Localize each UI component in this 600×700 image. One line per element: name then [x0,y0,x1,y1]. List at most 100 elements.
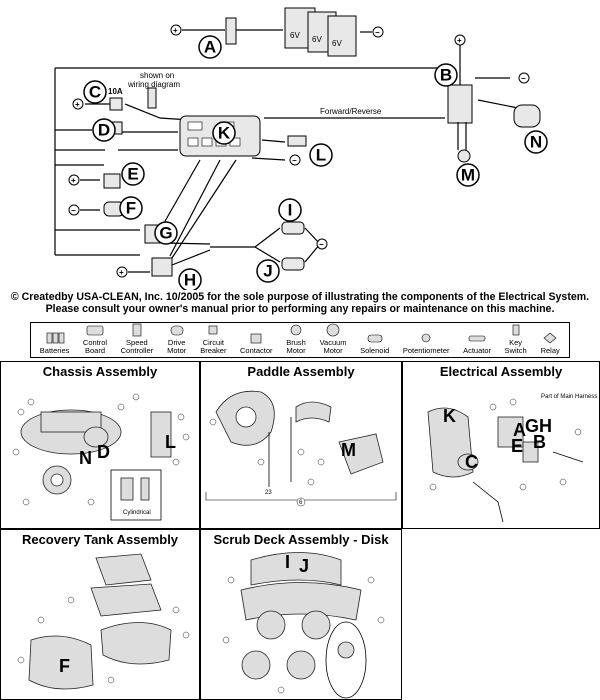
vacuum-motor-icon [326,323,340,337]
minus-label: − [71,206,76,215]
callout-c: C [83,80,107,104]
legend-item-solenoid: Solenoid [360,331,389,357]
svg-text:E: E [127,165,138,184]
callout-d-label: D [97,442,110,462]
drive-motor-component [513,104,541,128]
callout-l-label: L [165,432,176,452]
legend-label: Drive [167,338,186,347]
relay-icon [543,332,557,344]
forward-reverse-label: Forward/Reverse [320,107,382,116]
legend-item-potentiometer: Potentiometer [403,331,450,357]
key-switch-component-icon [147,87,157,109]
solenoid-i-component [281,221,305,235]
potentiometer-component [457,149,471,163]
svg-text:F: F [126,199,136,218]
actuator-icon [468,335,486,342]
panel-recovery-tank-assembly: F Recovery Tank Assembly [0,529,200,700]
callout-h-label: H [539,416,552,436]
contactor-component [103,173,121,189]
svg-text:B: B [440,66,452,85]
callout-g-label: G [525,416,539,436]
minus-label: − [521,74,526,83]
legend-label: Relay [540,346,560,355]
plus-label: + [119,268,124,277]
plus-label: + [173,26,178,35]
speed-controller-icon [132,323,142,337]
main-harness-note: Part of Main Harness [541,394,597,400]
svg-text:G: G [159,224,172,243]
callout-a-label: A [513,420,526,440]
callout-g: G [154,221,178,245]
breaker-icon [209,325,218,335]
relay-h-component [151,257,173,277]
callout-b-label: B [533,432,546,452]
board-icon [86,325,104,336]
battery-voltage-label: 6V [332,39,342,48]
negative-terminal-icon [372,26,384,38]
fuse-rating-label: 10A [108,87,123,96]
legend-label-2: Board [84,346,105,355]
assembly-grid: N D L Cylindrical Chassis Assembly 23 6 … [0,361,600,700]
legend-label-2: Motor [167,346,187,355]
wiring-diagram-label: wiring diagram [127,80,180,89]
battery-voltage-label: 6V [312,35,322,44]
legend-label: Solenoid [360,346,390,355]
panel-scrub-deck-assembly: I J Scrub Deck Assembly - Disk [200,529,402,700]
callout-e: E [121,162,145,186]
svg-text:N: N [530,133,542,152]
electrical-exploded-view: Part of Main Harness K A G H E B C [427,394,597,523]
callout-a: A [198,35,222,59]
legend-label: Circuit [202,338,224,347]
chassis-exploded-view: N D L Cylindrical [12,393,190,521]
panel-title: Paddle Assembly [247,364,355,379]
contactor-icon [250,333,262,344]
plus-label: + [457,36,462,45]
legend-label: Actuator [463,346,491,355]
solenoid-icon [367,334,382,343]
panel-title: Electrical Assembly [439,364,563,379]
svg-text:L: L [316,146,326,165]
shown-on-label: shown on [140,71,174,80]
legend-label: Batteries [39,346,70,355]
callout-n: N [524,130,548,154]
legend-label: Contactor [240,346,273,355]
legend-label: Potentiometer [402,346,450,355]
callout-i: I [278,198,302,222]
minus-label: − [375,28,380,37]
svg-text:M: M [461,166,475,185]
legend-label: Key [509,338,523,347]
batteries: 6V 6V 6V [284,7,357,57]
panel-title: Recovery Tank Assembly [21,532,179,547]
svg-text:I: I [288,201,293,220]
legend-label-2: Motor [286,346,306,355]
legend-item-relay: Relay [540,331,560,357]
callout-h: H [178,268,202,290]
callout-m-label: M [341,440,356,460]
panel-chassis-assembly: N D L Cylindrical Chassis Assembly [0,361,200,529]
svg-text:D: D [98,121,110,140]
callout-k-label: K [443,406,456,426]
battery-voltage-label: 6V [290,31,300,40]
svg-text:H: H [184,271,196,290]
plus-label: + [75,100,80,109]
brush-motor-icon [290,324,302,336]
callout-k: K [212,121,236,145]
callout-f-label: F [59,656,70,676]
inset-label: Cylindrical [123,510,151,516]
svg-text:A: A [204,38,216,57]
callout-d: D [92,118,116,142]
fuse-icon [225,17,237,45]
copyright-line-1: © Createdby USA-CLEAN, Inc. 10/2005 for … [10,291,590,303]
panel-title: Scrub Deck Assembly - Disk [213,532,389,547]
callout-j: J [256,259,280,283]
speed-controller-component [447,84,473,124]
callout-l: L [309,143,333,167]
callout-m: M [456,163,480,187]
legend-label-2: Controller [120,346,154,355]
